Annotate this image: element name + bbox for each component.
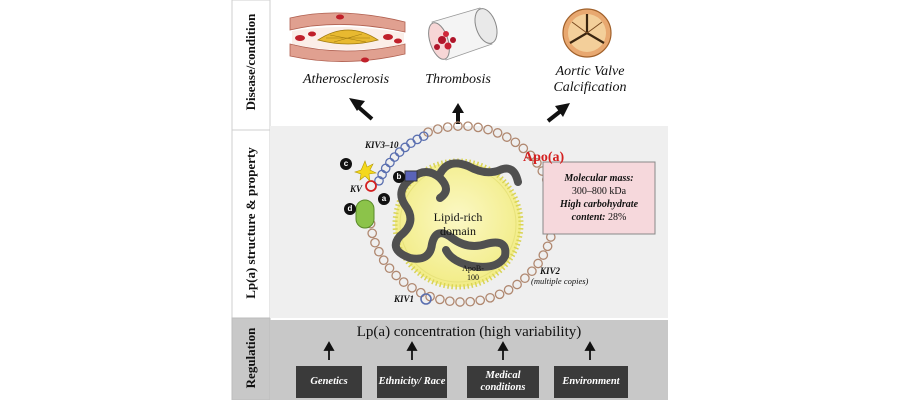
kiv2-note: (multiple copies) [531, 276, 589, 286]
kringle-kiv3-10 [400, 142, 410, 153]
kringle-kiv2 [407, 282, 417, 293]
core-line-2: domain [440, 224, 476, 238]
kringle-kiv2 [485, 292, 495, 303]
binding-site-b [404, 170, 418, 182]
kiv1-kringle [420, 293, 432, 305]
kringle-kiv3-10 [394, 147, 405, 157]
kringle-kiv2 [367, 228, 378, 239]
aortic-valve-icon [562, 8, 612, 58]
disease-aortic-valve: Aortic Valve Calcification [553, 64, 627, 95]
kringle-kiv2 [492, 128, 503, 138]
info-box-text: Molecular mass: 300–800 kDa High carbohy… [543, 172, 655, 224]
badge-b: b [393, 171, 405, 183]
core-label: Lipid-rich domain [424, 210, 492, 238]
kringle-kiv2 [538, 250, 549, 260]
section-structure-label: Lp(a) structure & property [243, 147, 258, 299]
apob-line-1: ApoB- [462, 264, 484, 273]
kringle-kiv2 [465, 296, 476, 307]
disease-thrombosis: Thrombosis [425, 72, 491, 87]
carb-label-2: content: [571, 212, 606, 223]
kringle-kiv2 [542, 241, 553, 252]
arrow-to-thrombosis [452, 103, 464, 113]
arrow-to-aortic [555, 103, 570, 117]
factor-ethnicity: Ethnicity/ Race [377, 366, 447, 398]
kringle-kiv2 [432, 124, 443, 134]
mass-value: 300–800 kDa [571, 186, 627, 197]
atherosclerosis-icon [289, 12, 406, 63]
kringle-kiv2 [475, 295, 486, 306]
kringle-kiv2 [527, 266, 537, 277]
kringle-kiv2 [453, 121, 463, 131]
arrow-to-atherosclerosis [349, 98, 365, 111]
kringle-kiv2 [512, 279, 522, 290]
disease-atherosclerosis: Atherosclerosis [302, 72, 390, 87]
core-line-1: Lipid-rich [433, 210, 483, 224]
kiv2-label: KIV2 [540, 266, 561, 276]
kringle-kiv2 [435, 294, 445, 305]
thrombosis-icon [428, 7, 498, 61]
kringle-kiv2 [384, 263, 395, 274]
badge-d: d [344, 203, 356, 215]
kringle-kiv2 [518, 143, 529, 154]
kringle-kiv2 [503, 285, 514, 295]
sidebar-structure-bg [231, 129, 271, 319]
info-box [542, 161, 656, 235]
kiv1-label: KIV1 [394, 294, 415, 304]
regulation-title: Lp(a) concentration (high variability) [356, 324, 582, 340]
carb-value: 28% [608, 212, 627, 223]
section-regulation-label: Regulation [243, 327, 258, 389]
apob100-chain [391, 159, 522, 271]
kringle-kiv2 [370, 237, 380, 248]
mass-label: Molecular mass: [564, 173, 634, 184]
kringle-kiv2 [510, 137, 521, 148]
protease-domain [355, 199, 375, 229]
kringle-kiv2 [374, 246, 384, 257]
kringle-kiv2 [378, 255, 389, 266]
apo-a-label: Apo(a) [523, 150, 565, 165]
kringle-kiv2 [483, 124, 493, 135]
badge-c: c [340, 158, 352, 170]
factor-environment: Environment [554, 366, 628, 398]
kringle-kiv2 [473, 122, 483, 133]
lysine-site-star [354, 160, 377, 182]
kringle-kiv2 [501, 132, 512, 142]
badge-a: a [378, 193, 390, 205]
kringle-kiv2 [455, 297, 465, 307]
factor-genetics: Genetics [296, 366, 362, 398]
factor-medical: Medical conditions [467, 366, 539, 398]
kringle-kiv2 [525, 150, 536, 161]
apob-line-2: 100 [467, 273, 479, 282]
kringle-kiv2 [463, 121, 473, 132]
kringle-kiv2 [444, 296, 455, 307]
carb-line: content: 28% [543, 211, 655, 224]
kringle-kiv2 [494, 289, 505, 300]
apob-label: ApoB- 100 [458, 264, 488, 282]
sidebar-disease-bg [231, 0, 271, 131]
carb-label: High carbohydrate [559, 199, 639, 210]
kv-label: KV [350, 184, 363, 194]
kv-kringle [365, 180, 377, 192]
kringle-kiv2 [520, 273, 530, 284]
kringle-kiv2 [398, 277, 409, 287]
kringle-kiv2 [532, 158, 542, 168]
kringle-kiv2 [391, 270, 402, 281]
kringle-kiv2 [442, 122, 453, 132]
section-disease-label: Disease/condition [243, 13, 258, 111]
kringle-kiv2 [533, 258, 543, 269]
kringle-kiv3-10 [374, 175, 384, 186]
sidebar-regulation-bg [231, 317, 271, 400]
kiv3-10-label: KIV3–10 [365, 140, 399, 150]
